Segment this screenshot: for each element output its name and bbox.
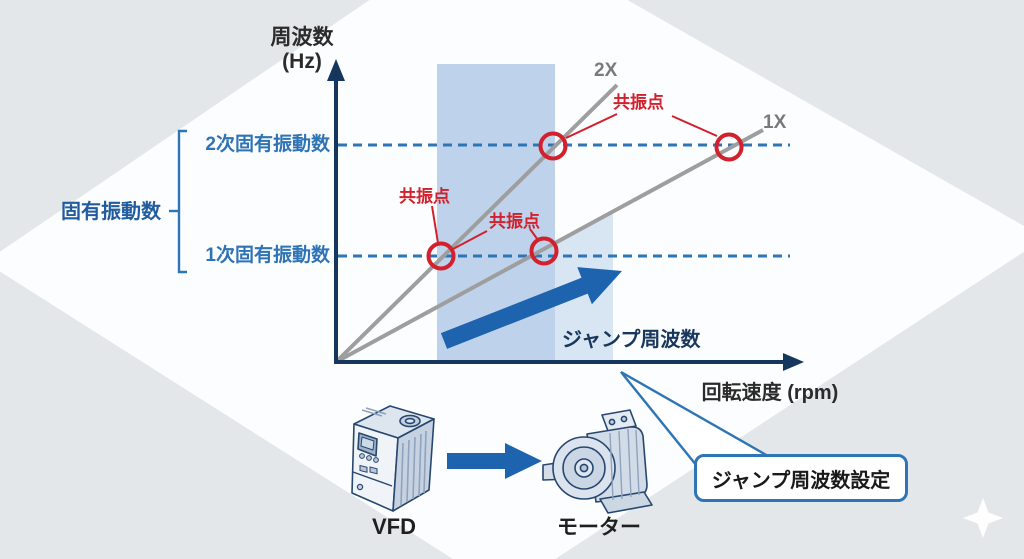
resonance-circle-1	[426, 241, 456, 271]
natural-frequency-group-label: 固有振動数	[61, 201, 161, 223]
vfd-label: VFD	[372, 514, 416, 539]
rotation-speed-axis-title: 回転速度 (rpm)	[701, 382, 839, 404]
motor-icon	[542, 409, 653, 514]
resonance-circle-3	[538, 131, 568, 161]
frequency-axis-title-line2: (Hz)	[282, 50, 322, 74]
line-2x	[334, 83, 619, 364]
resonance-leader-3a	[565, 113, 618, 139]
flow-arrow	[447, 443, 542, 479]
line-1x	[335, 128, 764, 364]
first-natural-frequency-label: 1次固有振動数	[205, 245, 330, 266]
resonance-circle-4	[714, 132, 744, 162]
y-axis-arrowhead	[327, 59, 345, 81]
resonance-leader-1	[431, 205, 439, 244]
resonance-leader-2b	[529, 228, 539, 241]
second-natural-frequency-label: 2次固有振動数	[205, 134, 330, 155]
jump-frequency-setting-callout: ジャンプ周波数設定	[694, 454, 908, 502]
resonance-point-label-2: 共振点	[489, 212, 540, 231]
natural-frequency-bracket	[177, 129, 187, 274]
jump-frequency-label: ジャンプ周波数	[562, 329, 701, 351]
resonance-circle-2	[529, 236, 559, 266]
line-1x-label: 1X	[763, 112, 787, 133]
resonance-point-label-1: 共振点	[399, 187, 450, 206]
resonance-leader-3b	[671, 115, 718, 137]
resonance-leader-2a	[452, 230, 488, 250]
sparkle-icon	[963, 498, 1003, 538]
frequency-axis-title-line1: 周波数	[270, 26, 334, 49]
jump-arrow	[440, 267, 622, 349]
motor-label: モーター	[557, 516, 641, 539]
x-axis-arrowhead	[783, 353, 804, 371]
jump-frequency-setting-callout-text: ジャンプ周波数設定	[711, 469, 891, 492]
vfd-icon	[351, 405, 435, 512]
frequency-axis-title: 周波数 (Hz)	[256, 26, 348, 74]
resonance-point-label-3: 共振点	[613, 93, 664, 112]
line-2x-label: 2X	[594, 60, 618, 81]
